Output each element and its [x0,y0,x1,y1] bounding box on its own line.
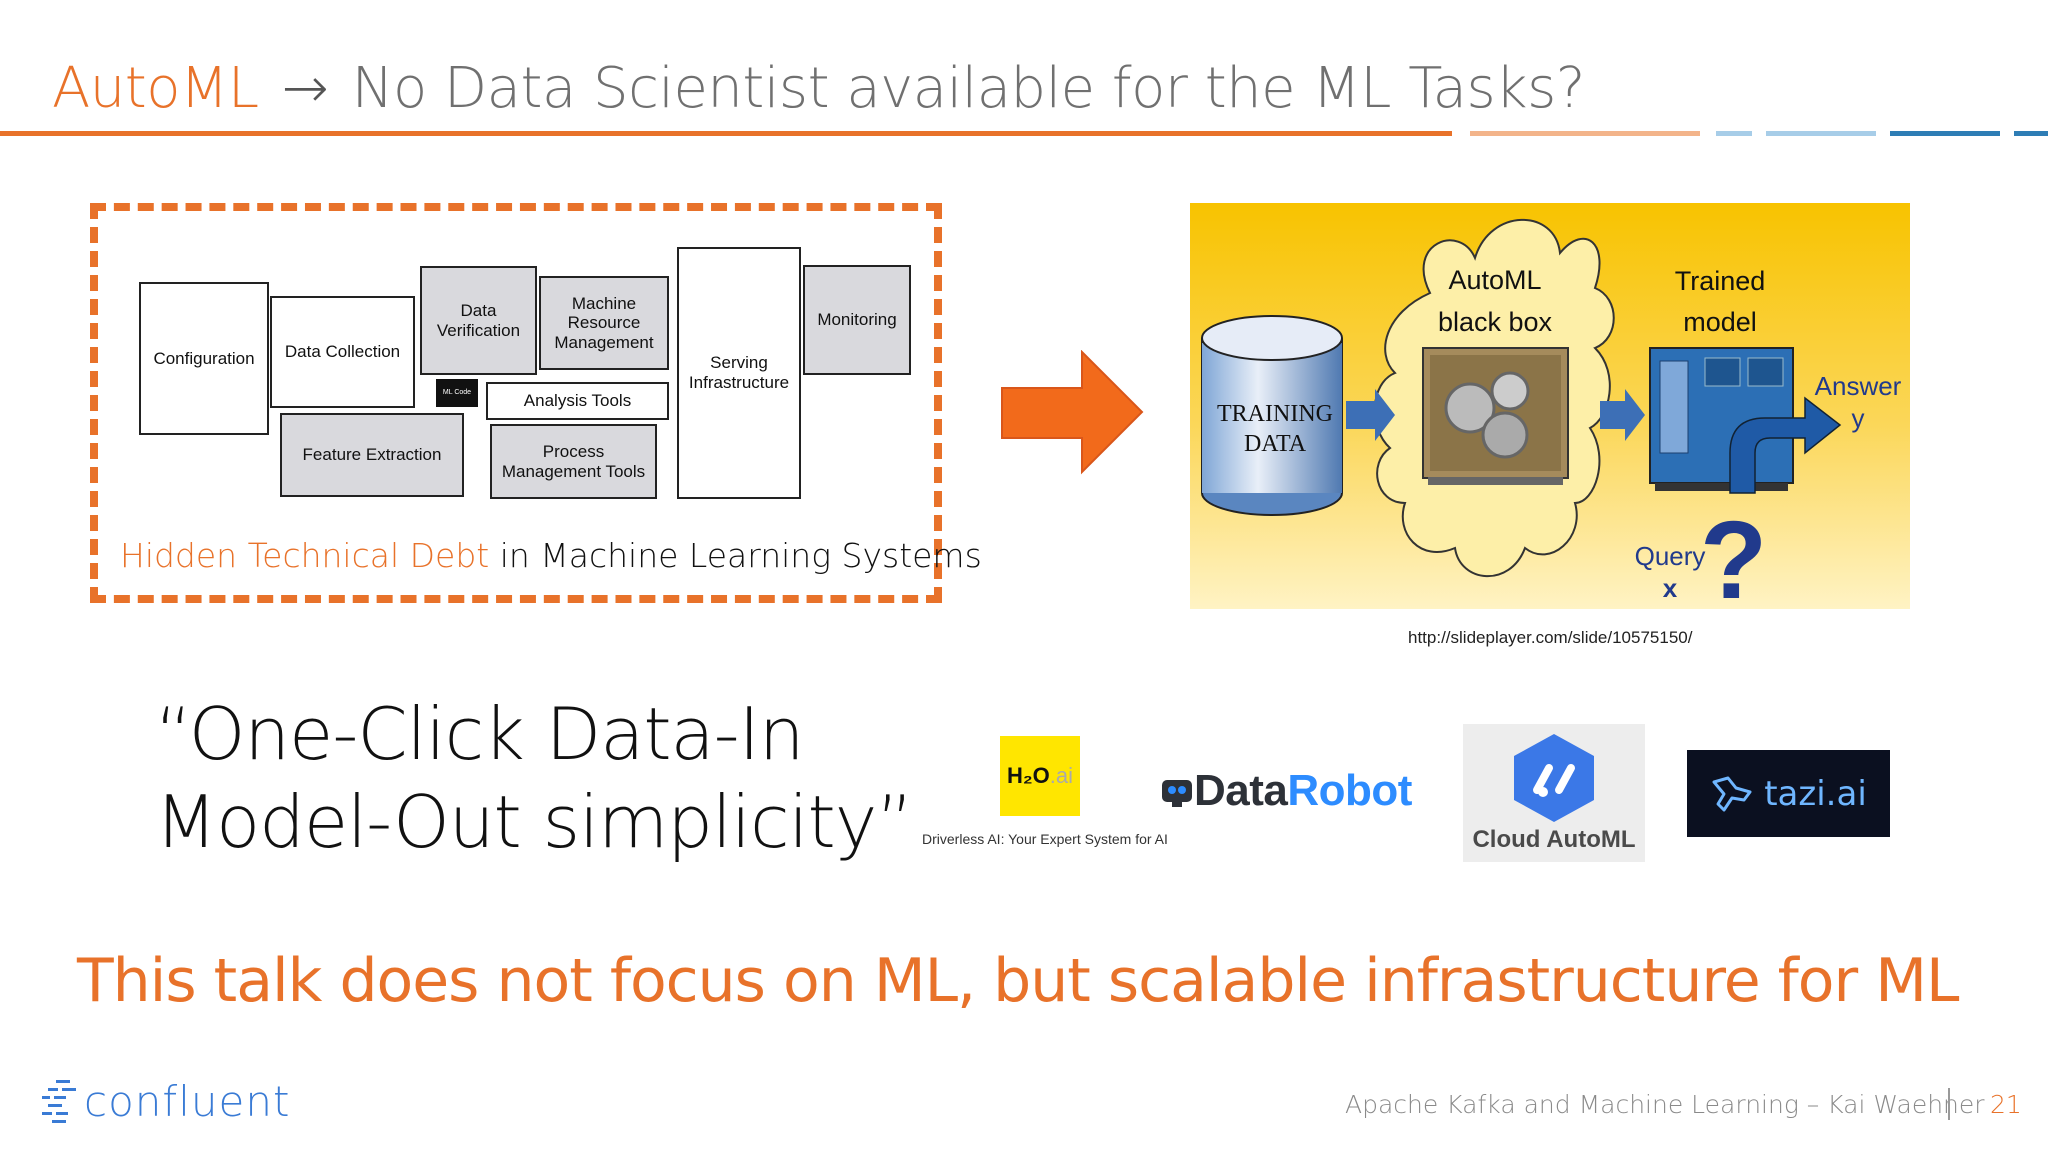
tazi-logo: tazi.ai [1687,750,1890,837]
trained-label-line2: model [1683,307,1757,337]
quote-line-2: Model-Out simplicity” [155,780,914,864]
box-data-verification: Data Verification [420,266,537,375]
h2o-caption: Driverless AI: Your Expert System for AI [922,831,1168,847]
technical-debt-caption: Hidden Technical Debt in Machine Learnin… [120,536,982,575]
title-rule-main [0,131,1452,136]
box-analysis-tools: Analysis Tools [486,382,669,420]
answer-var: y [1851,403,1865,433]
box-configuration: Configuration [139,282,269,435]
box-machine-resource: Machine Resource Management [539,276,669,370]
title-rule-seg-5 [2014,131,2048,136]
cloud-automl-logo: Cloud AutoML [1463,724,1645,862]
query-label: Query [1634,541,1706,571]
page-number: 21 [1990,1090,2022,1119]
question-mark-icon: ? [1700,499,1767,609]
automl-label-line1: AutoML [1448,265,1542,295]
query-var: x [1662,573,1678,603]
h2o-logo: H₂O.ai [1000,736,1080,816]
box-feature-extraction: Feature Extraction [280,413,464,497]
training-data-cylinder-icon [1201,315,1343,516]
cloud-automl-hex-icon [1514,734,1594,822]
quote-text: “One-Click Data-In Model-Out simplicity” [155,690,914,866]
tazi-dog-icon [1712,776,1752,811]
title-rest: No Data Scientist available for the ML T… [351,56,1586,121]
answer-label: Answer [1814,371,1902,401]
box-ml-code: ML Code [436,379,478,407]
confluent-logo: confluent [40,1076,290,1126]
black-box-chip-icon [1422,347,1569,485]
automl-diagram: ? TRAINING DATA AutoML black box Trained… [1190,203,1910,609]
box-serving-infrastructure: Serving Infrastructure [677,247,801,499]
slide-title: AutoML → No Data Scientist available for… [52,56,1586,121]
datarobot-logo: DataRobot [1160,766,1412,816]
trained-label-line1: Trained [1674,266,1766,296]
box-data-collection: Data Collection [270,296,415,408]
title-arrow: → [281,56,329,121]
datarobot-robot-icon [1162,780,1192,807]
trained-model-chip-icon [1649,347,1842,494]
main-statement: This talk does not focus on ML, but scal… [77,946,1959,1016]
title-rule-seg-1 [1470,131,1700,136]
box-monitoring: Monitoring [803,265,911,375]
training-data-label: TRAINING DATA [1217,401,1333,457]
big-arrow-icon [1001,350,1144,475]
title-rule-seg-3 [1766,131,1876,136]
title-accent: AutoML [52,56,259,121]
footer-text: Apache Kafka and Machine Learning – Kai … [1345,1090,1985,1119]
automl-label-line2: black box [1437,307,1553,337]
image-credit-link[interactable]: http://slideplayer.com/slide/10575150/ [1408,628,1693,647]
confluent-mark-icon [42,1080,76,1123]
title-rule-seg-2 [1716,131,1752,136]
technical-debt-frame [90,203,942,603]
title-rule-seg-4 [1890,131,2000,136]
quote-line-1: “One-Click Data-In [155,692,805,776]
footer-separator [1948,1088,1950,1120]
box-process-management: Process Management Tools [490,424,657,499]
